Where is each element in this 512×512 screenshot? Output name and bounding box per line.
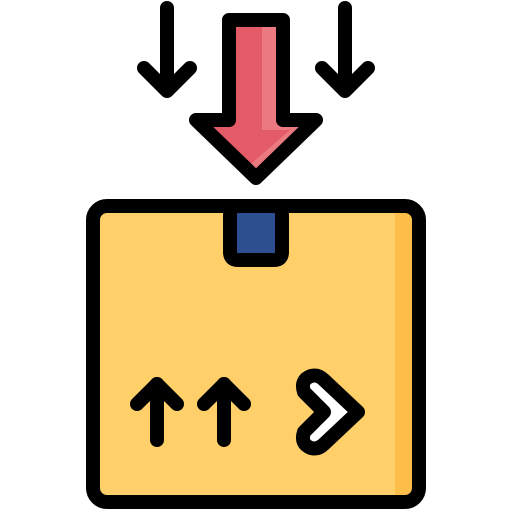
arrow-down-small-right-icon <box>315 1 375 98</box>
chevron-right-icon <box>295 368 365 456</box>
arrow-down-small-left-icon <box>137 1 197 98</box>
this-side-up-arrows-icon <box>130 377 251 447</box>
box-tape-icon <box>223 199 289 267</box>
arrow-down-main-icon <box>189 13 323 185</box>
